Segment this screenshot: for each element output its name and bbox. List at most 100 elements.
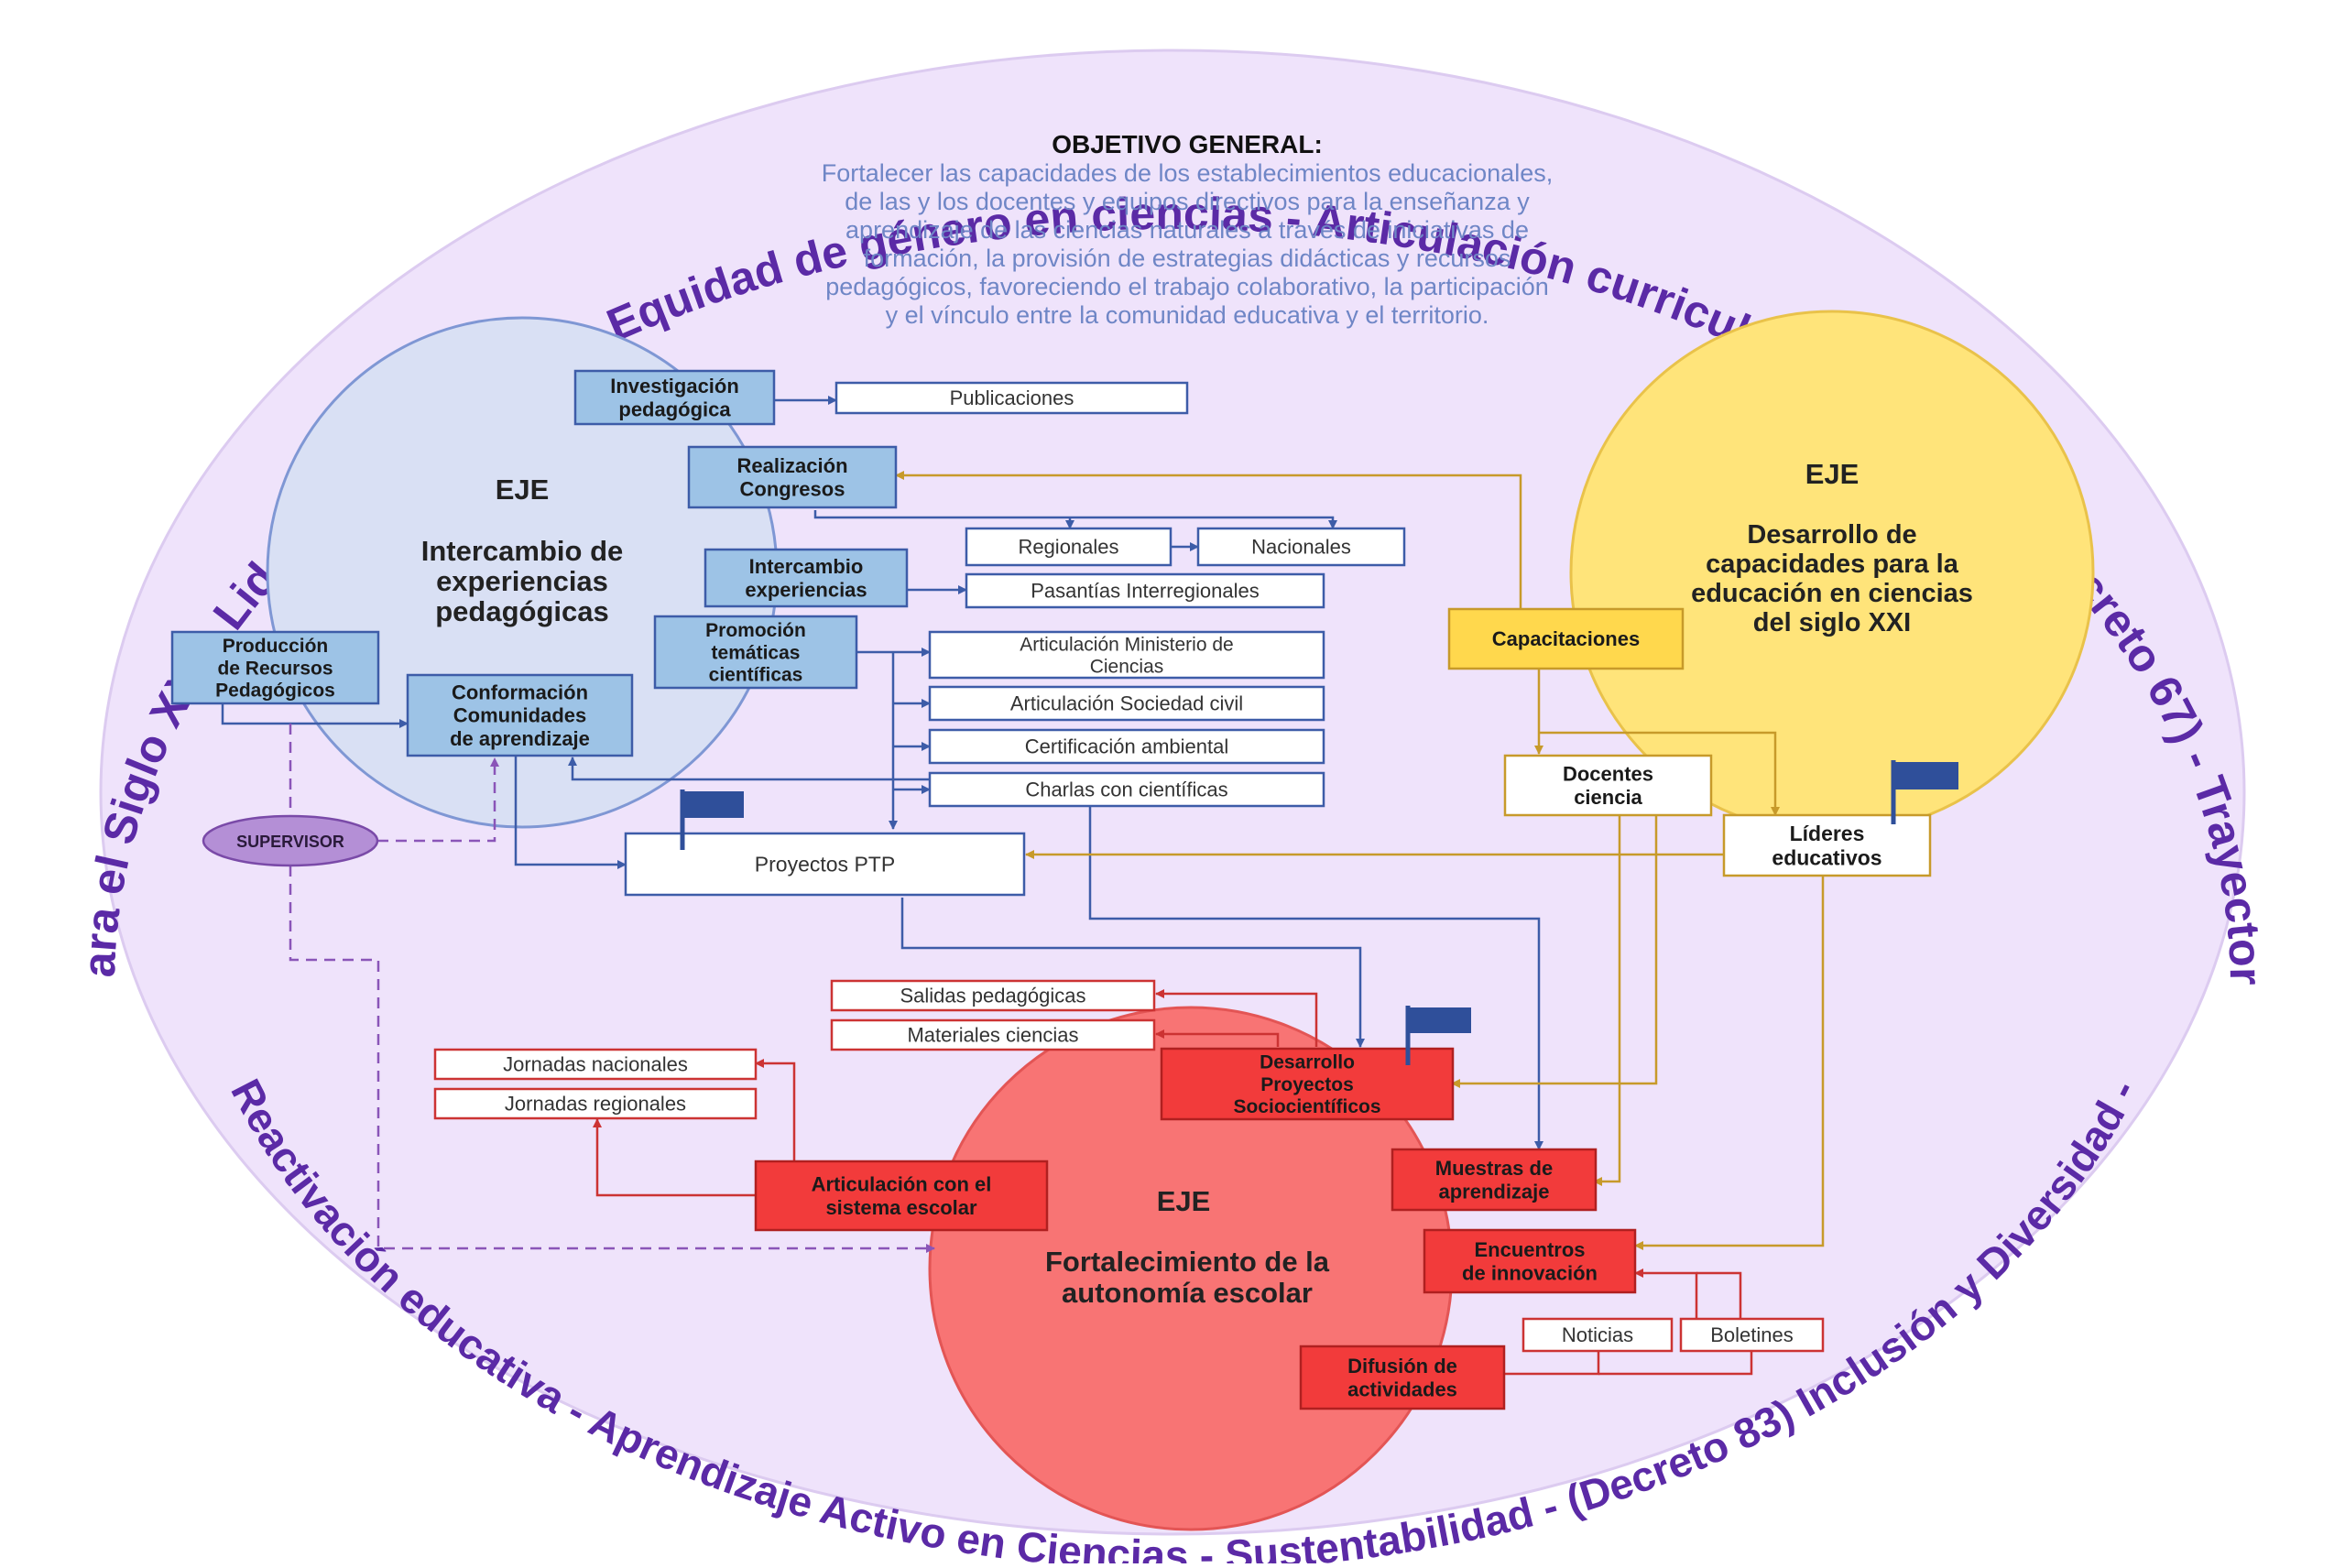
box-jornadas-reg: Jornadas regionales xyxy=(433,1087,758,1120)
box-ptp: Proyectos PTP xyxy=(624,832,1026,897)
text-line: Desarrollo de xyxy=(1747,520,1916,550)
text-line: educación en ciencias xyxy=(1691,579,1973,608)
flag-icon xyxy=(1405,1006,1471,1065)
flag-markers xyxy=(680,760,1958,1065)
box-label: Materiales ciencias xyxy=(907,1024,1078,1047)
box-label: de innovación xyxy=(1462,1261,1598,1284)
box-label: Jornadas nacionales xyxy=(503,1053,688,1076)
text-line: capacidades para la xyxy=(1706,550,1959,579)
box-label: experiencias xyxy=(745,578,867,601)
box-label: Pasantías Interregionales xyxy=(1031,580,1260,603)
box-certificacion: Certificación ambiental xyxy=(928,728,1325,765)
text-line: aprendizaje de las ciencias naturales a … xyxy=(845,216,1529,244)
text-line: Intercambio de xyxy=(421,535,624,567)
box-label: Noticias xyxy=(1562,1323,1633,1346)
box-label: científicas xyxy=(709,665,803,686)
box-label: Nacionales xyxy=(1251,536,1351,559)
text-line: y el vínculo entre la comunidad educativ… xyxy=(886,301,1489,329)
connectors-yellow xyxy=(895,471,1825,1250)
box-label: aprendizaje xyxy=(1438,1180,1549,1203)
box-charlas: Charlas con científicas xyxy=(928,771,1325,808)
box-pasantias: Pasantías Interregionales xyxy=(965,572,1325,609)
box-label: temáticas xyxy=(712,642,801,663)
box-label: Ciencias xyxy=(1090,656,1164,677)
box-label: actividades xyxy=(1347,1377,1457,1400)
box-label: Congresos xyxy=(740,477,845,500)
box-salidas: Salidas pedagógicas xyxy=(830,979,1156,1012)
box-label: Comunidades xyxy=(453,704,586,727)
box-label: Proyectos xyxy=(1260,1074,1354,1095)
box-noticias: Noticias xyxy=(1522,1317,1674,1353)
box-label: pedagógica xyxy=(618,397,731,420)
box-label: Pedagógicos xyxy=(215,681,335,702)
box-label: Conformación xyxy=(452,681,588,703)
box-label: Difusión de xyxy=(1347,1355,1457,1377)
box-materiales: Materiales ciencias xyxy=(830,1018,1156,1051)
box-label: Publicaciones xyxy=(950,387,1074,409)
box-label: Muestras de xyxy=(1435,1157,1553,1180)
box-label: Líderes xyxy=(1790,822,1865,845)
text-line: Fortalecer las capacidades de los establ… xyxy=(822,159,1553,187)
box-boletines: Boletines xyxy=(1679,1317,1825,1353)
text-line: de las y los docentes y equipos directiv… xyxy=(845,188,1530,215)
box-label: Docentes xyxy=(1563,763,1653,786)
box-label: de Recursos xyxy=(217,658,333,679)
flag-icon xyxy=(680,789,744,850)
box-label: Encuentros xyxy=(1474,1238,1585,1261)
box-publicaciones: Publicaciones xyxy=(834,381,1189,415)
objective-text: Fortalecer las capacidades de los establ… xyxy=(822,159,1553,329)
box-label: Certificación ambiental xyxy=(1025,735,1229,758)
box-label: Desarrollo xyxy=(1260,1052,1355,1073)
box-regionales: Regionales xyxy=(965,527,1172,567)
text-line: pedagógicos, favoreciendo el trabajo col… xyxy=(825,273,1549,300)
box-label: educativos xyxy=(1772,845,1881,869)
box-label: Proyectos PTP xyxy=(755,853,895,877)
box-label: sistema escolar xyxy=(825,1196,977,1219)
axis-red-label: EJE xyxy=(1157,1185,1211,1217)
text-line: autonomía escolar xyxy=(1062,1277,1313,1309)
box-label: Articulación con el xyxy=(812,1173,992,1196)
text-line: del siglo XXI xyxy=(1753,608,1911,637)
box-label: ciencia xyxy=(1574,786,1642,809)
box-label: Producción xyxy=(223,636,329,657)
axis-yellow-label: EJE xyxy=(1805,458,1860,490)
box-capacitaciones: Capacitaciones xyxy=(1447,607,1685,670)
box-sociedad-civil: Articulación Sociedad civil xyxy=(928,685,1325,722)
connectors-red xyxy=(593,989,1756,1376)
text-line: experiencias xyxy=(436,565,608,597)
box-label: Articulación Ministerio de xyxy=(1020,634,1233,655)
box-label: Intercambio xyxy=(749,555,864,578)
box-label: Jornadas regionales xyxy=(505,1093,686,1116)
box-label: Capacitaciones xyxy=(1492,627,1640,650)
axis-blue-label: EJE xyxy=(496,474,550,506)
box-jornadas-nac: Jornadas nacionales xyxy=(433,1048,758,1081)
box-nacionales: Nacionales xyxy=(1196,527,1406,567)
box-label: Charlas con científicas xyxy=(1025,779,1227,801)
box-label: Investigación xyxy=(610,375,739,397)
text-line: Fortalecimiento de la xyxy=(1045,1246,1330,1278)
text-line: formación, la provisión de estrategias d… xyxy=(864,245,1511,272)
box-label: Sociocientíficos xyxy=(1233,1096,1380,1117)
box-label: Articulación Sociedad civil xyxy=(1010,692,1243,715)
box-label: Salidas pedagógicas xyxy=(900,985,1085,1007)
box-label: Regionales xyxy=(1018,536,1118,559)
box-label: Realización xyxy=(736,454,847,477)
